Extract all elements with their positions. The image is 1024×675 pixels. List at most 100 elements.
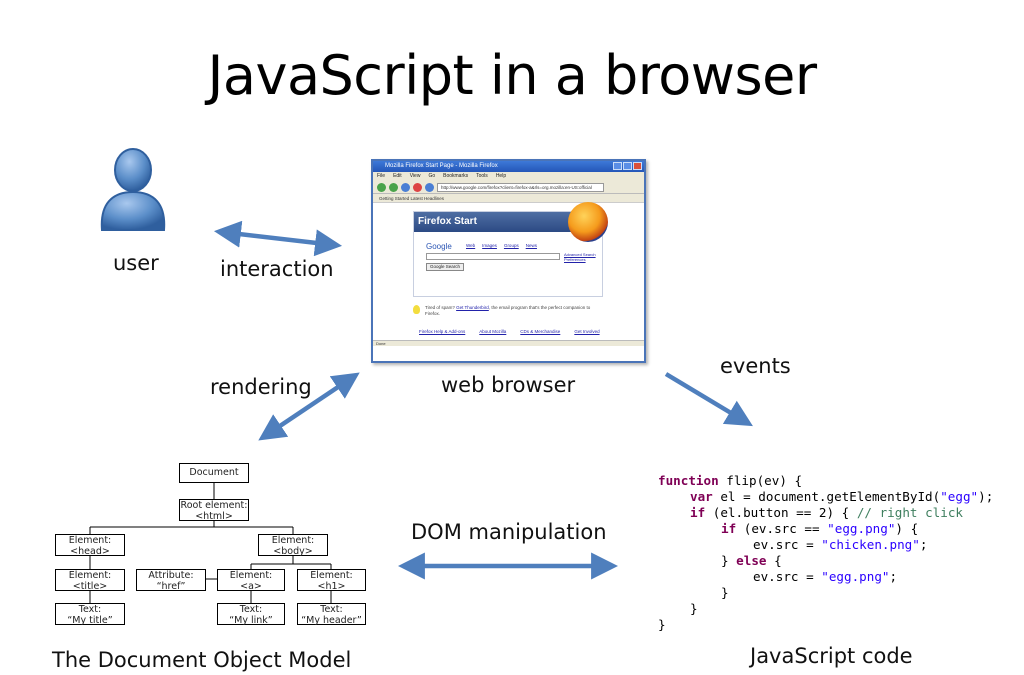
menu-help: Help	[495, 173, 507, 179]
thunderbird-note-text: Tired of spam? Get Thunderbird, the emai…	[425, 305, 603, 317]
code-l4-keyword: if	[721, 521, 737, 536]
code-l5-string: "chicken.png"	[821, 537, 920, 552]
browser-screenshot: Mozilla Firefox Start Page - Mozilla Fir…	[371, 159, 646, 363]
dom-node-body-line1: Element:	[271, 535, 315, 546]
browser-window-title: Mozilla Firefox Start Page - Mozilla Fir…	[385, 163, 498, 169]
dom-node-text-title: Text:“My title”	[55, 603, 125, 626]
firefox-start-heading: Firefox Start	[414, 212, 602, 232]
page-title: JavaScript in a browser	[207, 44, 817, 107]
code-l5-a: ev.src =	[753, 537, 822, 552]
google-tab-images: Images	[482, 243, 497, 248]
dom-node-h1: Element:<h1>	[297, 569, 366, 592]
advanced-search-link: Advanced Search	[564, 252, 596, 257]
javascript-code-block: function flip(ev) {var el = document.get…	[658, 473, 993, 633]
footer-link-cds: CDs & Merchandise	[520, 329, 561, 334]
code-line-2: var el = document.getElementById("egg");	[658, 489, 993, 505]
preferences-link: Preferences	[564, 257, 586, 262]
thunderbird-link: Get Thunderbird	[456, 305, 489, 310]
label-dom-manipulation: DOM manipulation	[411, 520, 607, 544]
dom-node-text3-line2: “My header”	[301, 615, 362, 626]
code-l6-b: {	[766, 553, 782, 568]
menu-view: View	[409, 173, 421, 179]
code-line-6: } else {	[658, 553, 993, 569]
browser-menu-bar: File Edit View Go Bookmarks Tools Help	[373, 172, 644, 181]
code-line-10: }	[658, 617, 993, 633]
dom-node-title-line1: Element:	[68, 570, 112, 581]
browser-nav-toolbar: http://www.google.com/firefox?client=fir…	[373, 181, 644, 194]
code-line-3: if (el.button == 2) { // right click	[658, 505, 993, 521]
back-icon	[377, 182, 386, 192]
dom-node-document: Document	[179, 463, 249, 483]
label-interaction: interaction	[220, 257, 334, 281]
code-l1-rest: flip(ev) {	[718, 473, 803, 488]
maximize-icon	[623, 162, 632, 170]
browser-address-bar: http://www.google.com/firefox?client=fir…	[437, 182, 604, 192]
code-l6-keyword: else	[736, 553, 767, 568]
code-l2-keyword: var	[690, 489, 713, 504]
user-icon	[100, 148, 166, 231]
thunderbird-note-suffix: , the email program that's the perfect c…	[425, 305, 591, 316]
code-line-7: ev.src = "egg.png";	[658, 569, 993, 585]
dom-node-text3-line1: Text:	[320, 604, 343, 615]
stop-icon	[413, 182, 422, 192]
code-l7-a: ev.src =	[753, 569, 822, 584]
label-events: events	[720, 354, 791, 378]
code-l4-b: ) {	[895, 521, 919, 536]
dom-node-root-line2: <html>	[195, 511, 233, 522]
footer-link-help: Firefox Help & Add-ons	[419, 329, 466, 334]
code-l7-string: "egg.png"	[821, 569, 890, 584]
dom-node-title: Element:<title>	[55, 569, 125, 592]
code-l2-a: el = document.getElementById(	[712, 489, 941, 504]
firefox-start-card: Firefox Start Google Web Images Groups N…	[413, 202, 608, 297]
dom-node-attr-line1: Attribute:	[148, 570, 194, 581]
reload-icon	[401, 182, 410, 192]
window-controls	[613, 162, 642, 170]
dom-node-root-line1: Root element:	[180, 500, 248, 511]
label-js-caption: JavaScript code	[750, 644, 913, 668]
code-l2-string: "egg"	[940, 489, 979, 504]
menu-bookmarks: Bookmarks	[443, 173, 469, 179]
home-icon	[425, 182, 434, 192]
code-l4-a: (ev.src ==	[736, 521, 828, 536]
google-tab-news: News	[525, 243, 537, 248]
firefox-footer-links: Firefox Help & Add-ons About Mozilla CDs…	[419, 329, 600, 334]
menu-file: File	[377, 173, 386, 179]
dom-node-title-line2: <title>	[72, 581, 108, 592]
dom-node-head-line2: <head>	[70, 546, 110, 557]
menu-tools: Tools	[476, 173, 488, 179]
code-l9: }	[690, 601, 698, 616]
code-l10: }	[658, 617, 666, 632]
minimize-icon	[613, 162, 622, 170]
dom-node-a-line1: Element:	[229, 570, 273, 581]
dom-node-attr-line2: “href”	[156, 581, 186, 592]
dom-node-head: Element:<head>	[55, 534, 125, 557]
dom-node-a: Element:<a>	[217, 569, 285, 592]
code-l3-keyword: if	[690, 505, 706, 520]
code-l3-comment: // right click	[856, 505, 963, 520]
firefox-logo-icon	[568, 202, 608, 242]
forward-icon	[389, 182, 398, 192]
thunderbird-note-prefix: Tired of spam?	[425, 305, 455, 310]
code-line-5: ev.src = "chicken.png";	[658, 537, 993, 553]
events-arrow	[664, 372, 753, 427]
dom-node-text-header: Text:“My header”	[297, 603, 366, 626]
google-logo: Google	[426, 242, 452, 251]
code-l3-a: (el.button == 2) {	[705, 505, 857, 520]
footer-link-involved: Get Involved	[574, 329, 600, 334]
google-tab-groups: Groups	[503, 243, 519, 248]
browser-page-content: Firefox Start Google Web Images Groups N…	[373, 202, 644, 346]
dom-node-text2-line1: Text:	[239, 604, 263, 615]
label-user: user	[113, 251, 159, 275]
label-rendering: rendering	[210, 375, 312, 399]
google-tab-web: Web	[466, 243, 476, 248]
lightbulb-icon	[413, 305, 420, 314]
dom-node-h1-line2: <h1>	[317, 581, 346, 592]
label-web-browser: web browser	[441, 373, 576, 397]
google-search-tabs: Web Images Groups News	[466, 243, 537, 248]
browser-status-bar: Done	[373, 340, 644, 346]
browser-title-bar: Mozilla Firefox Start Page - Mozilla Fir…	[373, 161, 644, 172]
menu-go: Go	[428, 173, 436, 179]
code-l2-b: );	[978, 489, 994, 504]
interaction-arrow	[213, 220, 343, 257]
dom-node-h1-line1: Element:	[310, 570, 353, 581]
